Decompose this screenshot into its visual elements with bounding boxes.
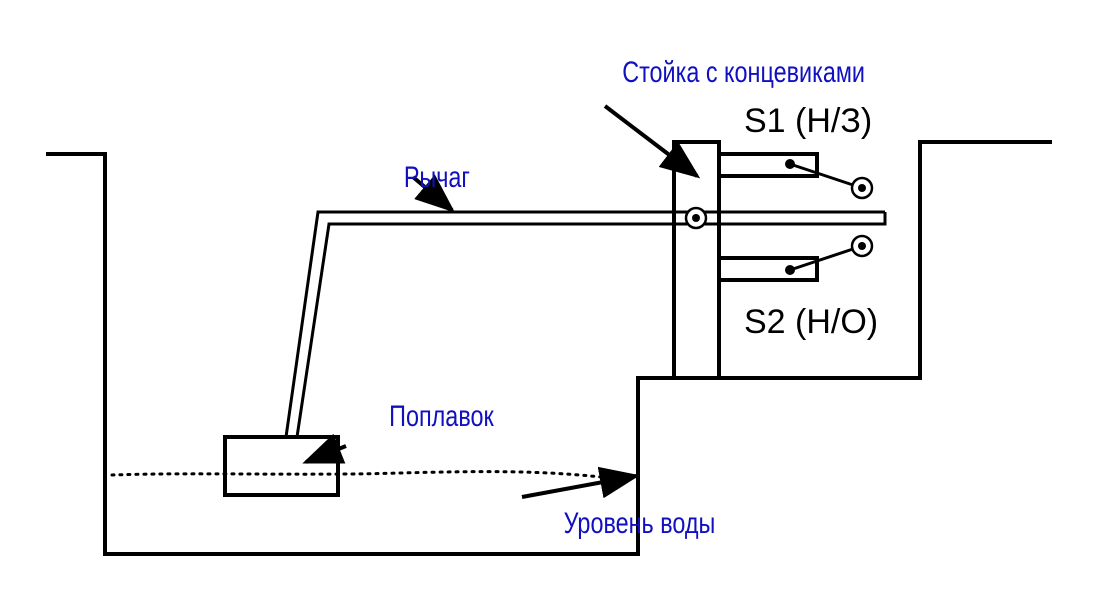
switch-stand xyxy=(672,140,721,380)
water-level-label-arrow xyxy=(521,466,640,499)
s2-housing xyxy=(719,256,819,282)
s1-contact-arm xyxy=(789,162,863,190)
water-level-label: Уровень воды xyxy=(564,506,716,539)
pivot-inner-icon xyxy=(692,214,700,222)
float-box xyxy=(223,435,340,497)
float-label-arrow xyxy=(302,433,347,464)
tank-outline xyxy=(46,140,1052,556)
float-label: Поплавок xyxy=(389,399,494,432)
s2-label: S2 (Н/О) xyxy=(744,303,878,341)
s1-label: S1 (Н/З) xyxy=(744,102,872,140)
water-level-line xyxy=(110,470,612,480)
s1-terminal-inner-icon xyxy=(858,184,866,192)
s2-contact-arm xyxy=(789,244,863,272)
lever-label: Рычаг xyxy=(404,160,470,193)
lever-label-arrow xyxy=(411,174,456,213)
lever-inner-line xyxy=(295,212,887,438)
stand-label: Стойка с концевиками xyxy=(622,55,865,88)
stand-label-arrow xyxy=(603,104,701,179)
s1-housing xyxy=(719,152,819,178)
s2-terminal-inner-icon xyxy=(858,242,866,250)
